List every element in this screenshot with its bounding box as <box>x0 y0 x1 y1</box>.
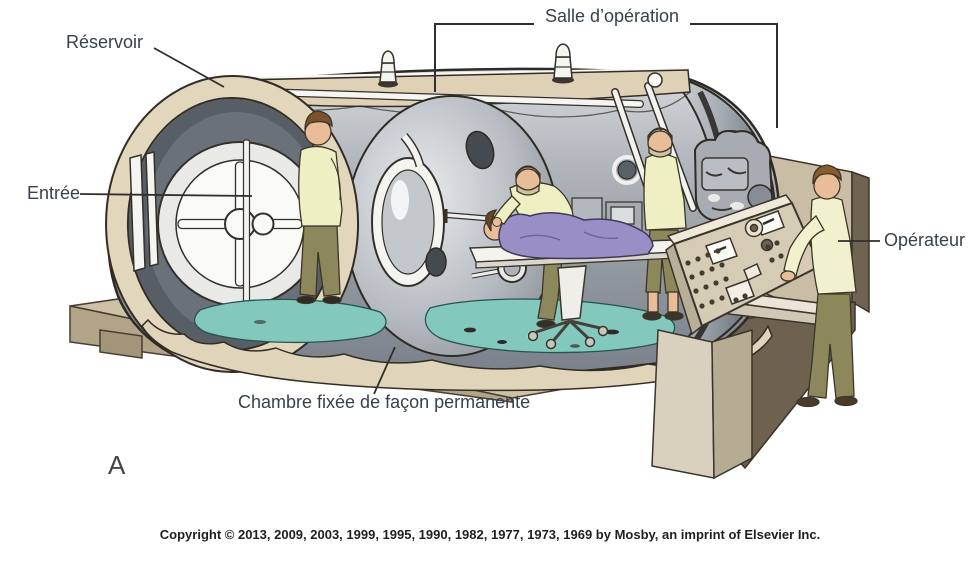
surgeon-arm <box>493 195 521 225</box>
attendant-figure <box>296 110 343 305</box>
label-operating-room: Salle d’opération <box>544 6 680 26</box>
chamber-floor-left <box>193 298 387 344</box>
entrance-hatch <box>157 139 323 309</box>
leader-reservoir <box>153 47 225 88</box>
copyright-line: Copyright © 2013, 2009, 2003, 1999, 1995… <box>159 527 821 542</box>
leader-fixed-chamber <box>373 346 396 395</box>
hatch-wheel <box>177 161 303 287</box>
bulkhead <box>345 95 559 357</box>
operator-figure <box>780 164 858 408</box>
machinery <box>693 130 774 222</box>
entrance-cutaway <box>105 75 360 373</box>
panel-letter: A <box>108 450 126 480</box>
operating-table <box>527 265 609 350</box>
top-fittings <box>378 43 663 88</box>
label-entrance: Entrée <box>27 183 81 203</box>
console-buttons <box>685 240 784 309</box>
entrance-frame <box>129 151 159 272</box>
label-operator: Opérateur <box>884 230 966 250</box>
bracket-operating-room <box>434 23 778 128</box>
patient-figure <box>468 209 680 269</box>
control-console <box>651 194 822 480</box>
label-reservoir: Réservoir <box>66 32 144 52</box>
label-fixed-chamber: Chambre fixée de façon permanente <box>238 392 531 412</box>
bulkhead-window <box>371 157 445 287</box>
leader-lines <box>79 23 880 395</box>
leader-entrance <box>79 193 253 197</box>
surgeon-hand <box>492 217 502 227</box>
